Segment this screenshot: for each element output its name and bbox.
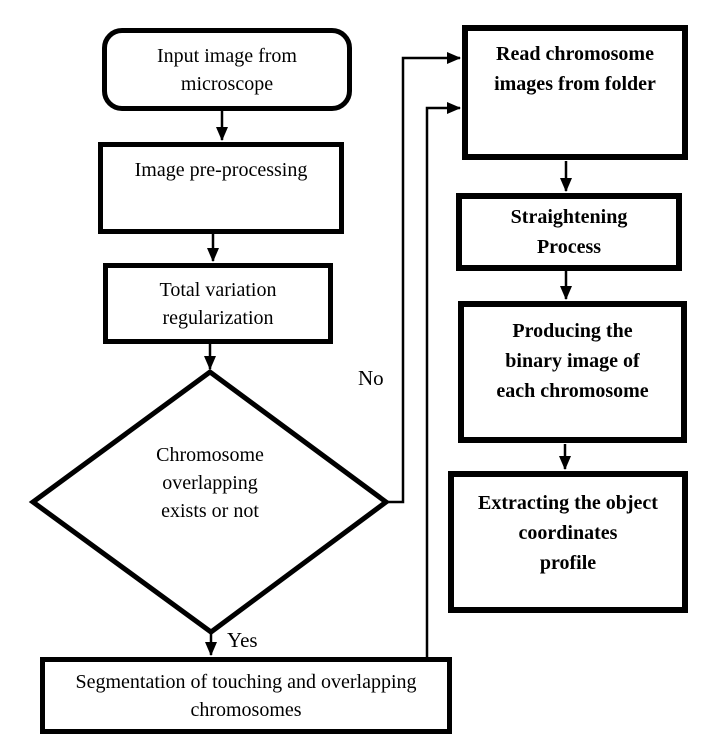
node-overlap-decision-text: Chromosome overlapping exists or not bbox=[85, 441, 335, 525]
node-read-images-line: images from folder bbox=[494, 73, 656, 95]
node-straightening: Straightening Process bbox=[456, 193, 682, 271]
node-extract-profile: Extracting the object coordinates profil… bbox=[448, 471, 688, 613]
node-binary-image-line: each chromosome bbox=[496, 380, 649, 402]
node-overlap-decision-line: exists or not bbox=[161, 500, 259, 522]
node-straightening-line: Straightening bbox=[510, 206, 628, 228]
node-binary-image-line: binary image of bbox=[505, 350, 640, 372]
node-read-images: Read chromosome images from folder bbox=[462, 25, 688, 160]
edge-segmentation-to-read bbox=[425, 102, 461, 658]
edge-decision-no-to-read bbox=[386, 52, 461, 504]
node-extract-profile-line: profile bbox=[539, 552, 597, 574]
node-segmentation: Segmentation of touching and overlapping… bbox=[40, 657, 452, 734]
node-total-variation: Total variation regularization bbox=[103, 263, 333, 344]
node-extract-profile-line: Extracting the object bbox=[478, 492, 658, 514]
node-input-image: Input image from microscope bbox=[102, 28, 352, 111]
node-overlap-decision-line: overlapping bbox=[162, 472, 258, 494]
decision-diamond-shape bbox=[28, 368, 391, 636]
node-overlap-decision-line: Chromosome bbox=[156, 444, 264, 466]
node-input-image-line: microscope bbox=[180, 72, 274, 95]
edge-label-yes: Yes bbox=[227, 628, 258, 652]
edge-label-no: No bbox=[358, 366, 384, 390]
node-segmentation-line: Segmentation of touching and overlapping bbox=[75, 670, 417, 693]
node-straightening-line: Process bbox=[536, 236, 602, 258]
node-total-variation-line: Total variation bbox=[159, 278, 277, 301]
node-binary-image-line: Producing the bbox=[512, 320, 633, 342]
node-total-variation-line: regularization bbox=[162, 306, 274, 329]
node-preprocessing-line: Image pre-processing bbox=[134, 159, 308, 181]
node-segmentation-line: chromosomes bbox=[190, 698, 302, 721]
node-input-image-line: Input image from bbox=[157, 44, 297, 67]
node-preprocessing: Image pre-processing bbox=[98, 142, 344, 234]
node-read-images-line: Read chromosome bbox=[496, 43, 654, 65]
node-binary-image: Producing the binary image of each chrom… bbox=[458, 301, 687, 443]
node-extract-profile-line: coordinates bbox=[518, 522, 618, 544]
